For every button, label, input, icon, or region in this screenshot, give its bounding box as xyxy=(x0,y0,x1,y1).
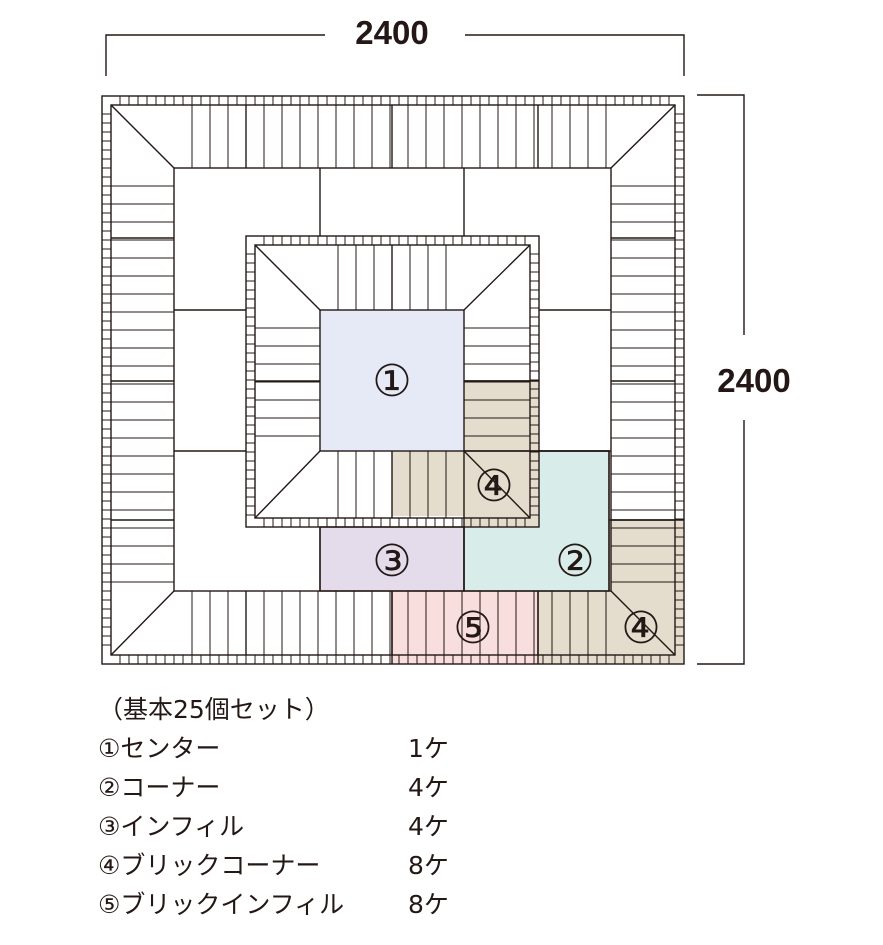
legend-item-name: ③インフィル xyxy=(98,812,245,841)
height-dimension-bottom xyxy=(697,420,745,665)
marker-corner: ② xyxy=(555,536,594,587)
outer-edge xyxy=(101,95,685,665)
mitre-joint xyxy=(463,450,531,519)
legend-item-name: ⑤ブリックインフィル xyxy=(98,890,345,919)
height-label: 2400 xyxy=(717,362,790,399)
legend-item-qty: 4ケ xyxy=(408,812,449,841)
paving-layout-diagram: 2400 2400 ① ② ③ ④ ④ ⑤ xyxy=(101,14,791,665)
center-fill xyxy=(320,310,464,451)
mitre-joint xyxy=(110,590,175,656)
legend-item-qty: 1ケ xyxy=(408,734,449,763)
legend-heading-text: （基本25個セット） xyxy=(98,695,330,724)
infill-fill xyxy=(320,527,464,591)
mitre-joint xyxy=(254,244,321,311)
paving-grid-lines xyxy=(101,95,685,665)
legend-item-qty: 8ケ xyxy=(408,851,449,880)
legend-heading: （基本25個セット） xyxy=(98,690,488,729)
brick-infill-fill xyxy=(392,591,538,664)
mitre-joint xyxy=(110,104,175,169)
legend-item: ①センター 1ケ xyxy=(98,729,488,768)
legend-item-name: ①センター xyxy=(98,734,221,763)
legend-item-qty: 4ケ xyxy=(408,773,449,802)
legend-item-name: ②コーナー xyxy=(98,773,221,802)
legend-item: ②コーナー 4ケ xyxy=(98,768,488,807)
mitre-joint xyxy=(610,104,676,169)
dimension-lines xyxy=(105,34,745,665)
width-dimension-left xyxy=(105,34,325,76)
legend-item-qty: 8ケ xyxy=(408,890,449,919)
mitre-joint xyxy=(610,590,676,656)
outer-border-inner-edge xyxy=(110,104,676,656)
corner-slab xyxy=(463,450,610,592)
mitre-joint xyxy=(254,450,321,519)
width-dimension-right xyxy=(465,34,685,76)
legend: （基本25個セット） ①センター 1ケ ②コーナー 4ケ ③インフィル 4ケ ④… xyxy=(98,690,488,924)
legend-item: ④ブリックコーナー 8ケ xyxy=(98,846,488,885)
width-label: 2400 xyxy=(355,14,428,51)
mitre-joint xyxy=(463,244,531,311)
marker-brick-infill: ⑤ xyxy=(453,603,492,654)
marker-brick-corner-inner: ④ xyxy=(474,461,513,512)
legend-item: ⑤ブリックインフィル 8ケ xyxy=(98,885,488,924)
marker-infill: ③ xyxy=(372,536,411,587)
legend-item-name: ④ブリックコーナー xyxy=(98,851,321,880)
height-dimension-top xyxy=(697,94,745,335)
legend-item: ③インフィル 4ケ xyxy=(98,807,488,846)
marker-brick-corner-outer: ④ xyxy=(621,603,660,654)
marker-center: ① xyxy=(372,356,411,407)
